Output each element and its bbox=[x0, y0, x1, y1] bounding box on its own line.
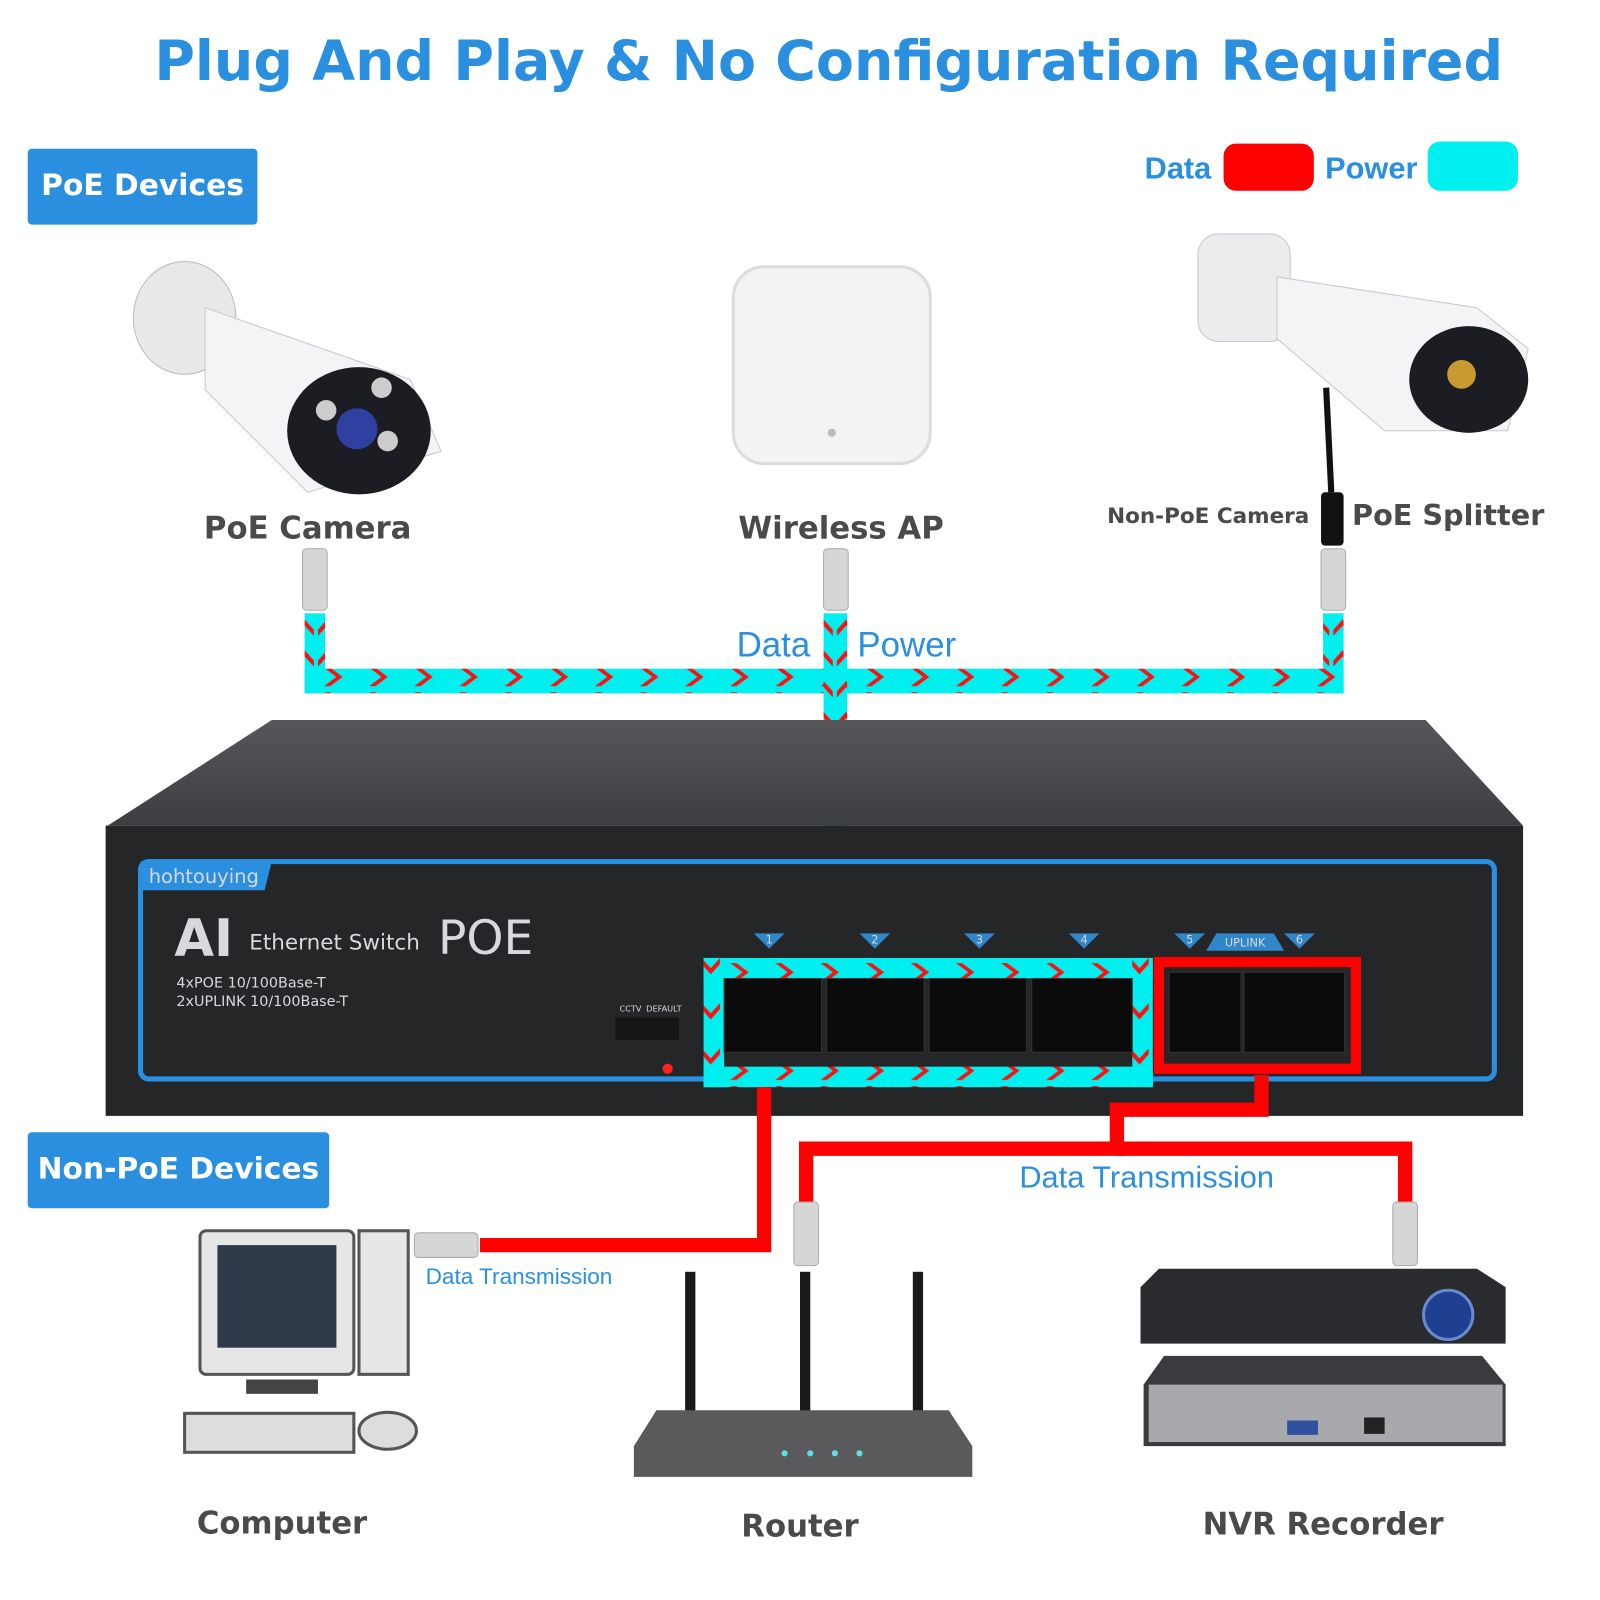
poe-devices-label: PoE Devices bbox=[41, 168, 244, 203]
legend-data-swatch bbox=[1223, 143, 1314, 191]
legend-power-swatch bbox=[1427, 141, 1518, 191]
computer-label: Computer bbox=[197, 1505, 368, 1541]
legend-power-label: Power bbox=[1325, 150, 1417, 185]
poe-devices-badge: PoE Devices bbox=[27, 148, 258, 225]
default-label: DEFAULT bbox=[646, 1003, 682, 1013]
port-4[interactable] bbox=[1031, 977, 1133, 1053]
rj45-plug-icon bbox=[302, 548, 1347, 611]
data-transmission-label-1: Data Transmission bbox=[426, 1264, 613, 1289]
model-name: Ethernet Switch bbox=[249, 931, 420, 956]
poe-ports-highlight bbox=[703, 957, 1153, 1088]
port-1[interactable] bbox=[723, 977, 823, 1053]
port-1-label: 1 bbox=[766, 934, 773, 947]
port-6[interactable] bbox=[1243, 971, 1346, 1053]
splitter-icon bbox=[1321, 387, 1344, 546]
port-5-label: 5 bbox=[1186, 934, 1193, 947]
uplink-label: UPLINK bbox=[1225, 937, 1266, 950]
model-poe: POE bbox=[438, 911, 533, 966]
data-cable bbox=[479, 1074, 1413, 1253]
poe-splitter-label: PoE Splitter bbox=[1352, 498, 1545, 532]
port-markers bbox=[753, 933, 1315, 951]
nvr-recorder-label: NVR Recorder bbox=[1203, 1506, 1445, 1542]
rj45-plug-icon bbox=[413, 1201, 1418, 1267]
trunk-data-label: Data bbox=[737, 625, 811, 664]
mode-toggle-switch[interactable] bbox=[615, 1017, 679, 1040]
bullet-camera-icon bbox=[1197, 233, 1529, 433]
router-label: Router bbox=[741, 1508, 859, 1544]
port-3[interactable] bbox=[928, 977, 1028, 1053]
port-4-label: 4 bbox=[1081, 934, 1088, 947]
router-icon bbox=[633, 1271, 973, 1477]
port-3-label: 3 bbox=[976, 934, 983, 947]
non-poe-devices-label: Non-PoE Devices bbox=[38, 1151, 320, 1186]
port-5[interactable] bbox=[1168, 971, 1242, 1053]
data-transmission-label-2: Data Transmission bbox=[1019, 1160, 1274, 1195]
nvr-icon bbox=[1140, 1268, 1506, 1447]
model-ai: AI bbox=[174, 909, 233, 969]
power-led bbox=[662, 1063, 673, 1074]
spec-poe: 4xPOE 10/100Base-T bbox=[176, 976, 325, 992]
wireless-ap-label: Wireless AP bbox=[738, 510, 944, 546]
access-point-icon bbox=[731, 265, 932, 466]
port-2-label: 2 bbox=[871, 934, 878, 947]
port-6-label: 6 bbox=[1296, 934, 1303, 947]
page-title: Plug And Play & No Configuration Require… bbox=[154, 30, 1503, 94]
ethernet-ports bbox=[723, 971, 1346, 1053]
desktop-computer-icon bbox=[183, 1229, 418, 1454]
non-poe-devices-badge: Non-PoE Devices bbox=[27, 1132, 330, 1209]
uplink-ports-highlight bbox=[1153, 956, 1362, 1074]
non-poe-camera-label: Non-PoE Camera bbox=[1107, 504, 1309, 529]
bullet-camera-icon bbox=[132, 261, 442, 495]
poe-switch bbox=[105, 720, 1524, 1116]
brand-logo: hohtouying bbox=[149, 865, 259, 888]
poe-camera-label: PoE Camera bbox=[204, 510, 412, 546]
cctv-label: CCTV bbox=[619, 1003, 641, 1013]
legend: Data Power bbox=[1145, 141, 1518, 191]
legend-data-label: Data bbox=[1145, 150, 1213, 185]
spec-uplink: 2xUPLINK 10/100Base-T bbox=[176, 994, 348, 1010]
trunk-power-label: Power bbox=[857, 625, 956, 664]
port-2[interactable] bbox=[826, 977, 925, 1053]
